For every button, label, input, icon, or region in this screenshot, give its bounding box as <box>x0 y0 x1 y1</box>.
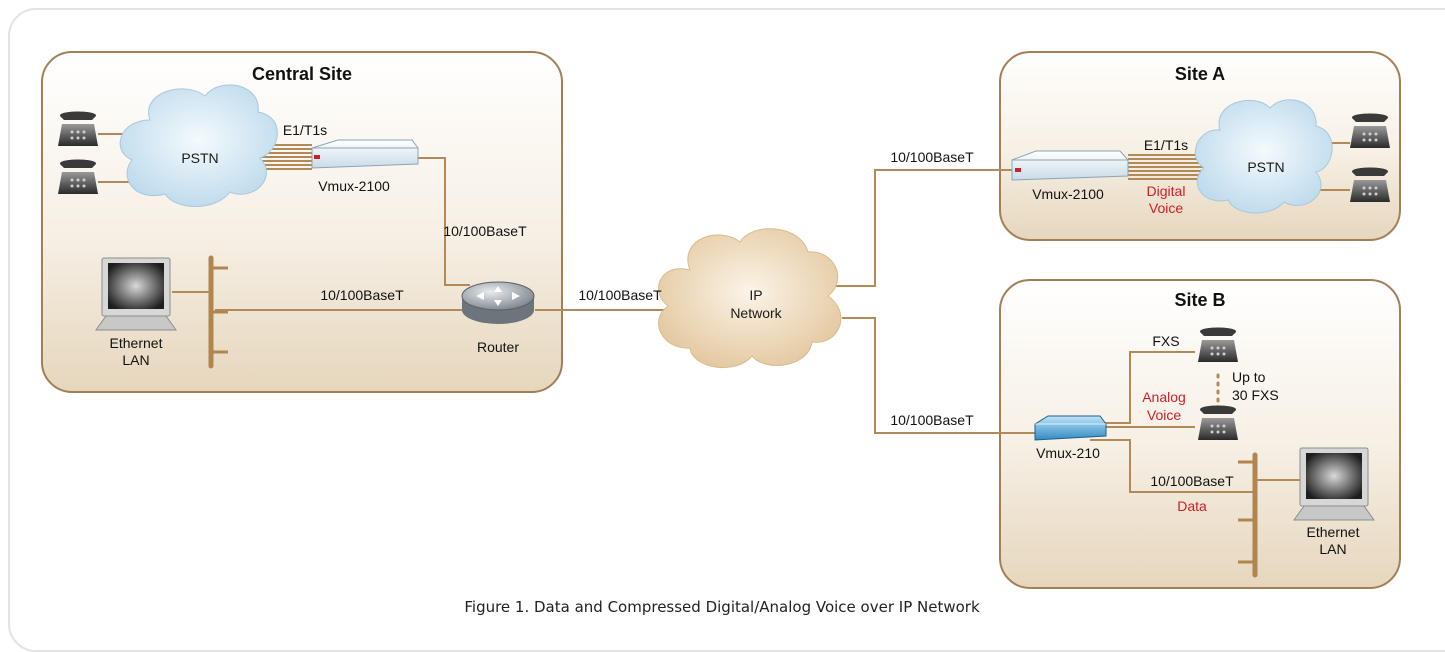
ip-cloud-line2: Network <box>730 305 782 321</box>
ip-network-cloud: IP Network <box>658 228 842 369</box>
site-b-vmux-label: Vmux-210 <box>1036 445 1100 461</box>
site-a-pstn-label: PSTN <box>1247 159 1284 175</box>
site-a-voice-line1: Digital <box>1147 183 1186 199</box>
router <box>461 281 535 324</box>
central-link-lan-router-label: 10/100BaseT <box>320 287 404 303</box>
site-b-link-label: 10/100BaseT <box>890 412 974 428</box>
site-b-data-link-label: 10/100BaseT <box>1150 473 1234 489</box>
figure-caption: Figure 1. Data and Compressed Digital/An… <box>464 598 980 616</box>
central-lan-line2: LAN <box>122 352 149 368</box>
site-b-title: Site B <box>1174 290 1225 310</box>
site-b-voice-line1: Analog <box>1142 389 1186 405</box>
site-a-e1t1-label: E1/T1s <box>1144 137 1188 153</box>
site-b-upto-line1: Up to <box>1232 369 1266 385</box>
wire-siteb-vmux-lan <box>1090 439 1255 493</box>
site-a-voice-line2: Voice <box>1149 200 1183 216</box>
site-b-data-label: Data <box>1177 498 1207 514</box>
ip-cloud-line1: IP <box>749 287 762 303</box>
central-pstn-label: PSTN <box>181 150 218 166</box>
site-b-lan-line1: Ethernet <box>1307 524 1360 540</box>
wire-siteb-vmux-fxs <box>1105 351 1195 424</box>
site-a-link-label: 10/100BaseT <box>890 149 974 165</box>
central-lan-line1: Ethernet <box>110 335 163 351</box>
site-a-title: Site A <box>1175 64 1225 84</box>
central-vmux-label: Vmux-2100 <box>318 178 390 194</box>
site-b-phone-fxs-2 <box>1198 405 1238 440</box>
central-e1t1-label: E1/T1s <box>283 122 327 138</box>
wire-vmux-router <box>418 157 470 286</box>
site-a-phone-1 <box>1350 113 1390 148</box>
central-site-title: Central Site <box>252 64 352 84</box>
central-phone-2 <box>58 159 98 194</box>
central-phone-1 <box>58 111 98 146</box>
network-diagram: Central Site Site A Site B <box>41 51 1401 616</box>
siteb-lan-bus <box>1238 452 1300 578</box>
site-a-vmux-2100 <box>1011 150 1129 181</box>
site-a-phone-2 <box>1350 167 1390 202</box>
site-b-vmux-210 <box>1034 415 1107 441</box>
router-label: Router <box>477 339 519 355</box>
central-computer <box>95 257 177 331</box>
router-ip-link-label: 10/100BaseT <box>578 287 662 303</box>
site-b-fxs-label: FXS <box>1152 333 1179 349</box>
wire-ip-sitea <box>812 169 1012 287</box>
site-b-lan-line2: LAN <box>1319 541 1346 557</box>
site-b-upto-line2: 30 FXS <box>1232 387 1279 403</box>
site-a-pstn-cloud: PSTN <box>1194 99 1333 214</box>
site-b-phone-fxs-1 <box>1198 327 1238 362</box>
central-pstn-cloud: PSTN <box>119 84 278 207</box>
central-vmux-2100 <box>311 139 419 169</box>
site-b-computer <box>1293 447 1375 521</box>
wire-ip-siteb <box>842 317 1035 434</box>
site-b-voice-line2: Voice <box>1147 407 1181 423</box>
central-lan-bus <box>172 255 228 369</box>
central-link-vmux-router-label: 10/100BaseT <box>443 223 527 239</box>
site-a-vmux-label: Vmux-2100 <box>1032 186 1104 202</box>
